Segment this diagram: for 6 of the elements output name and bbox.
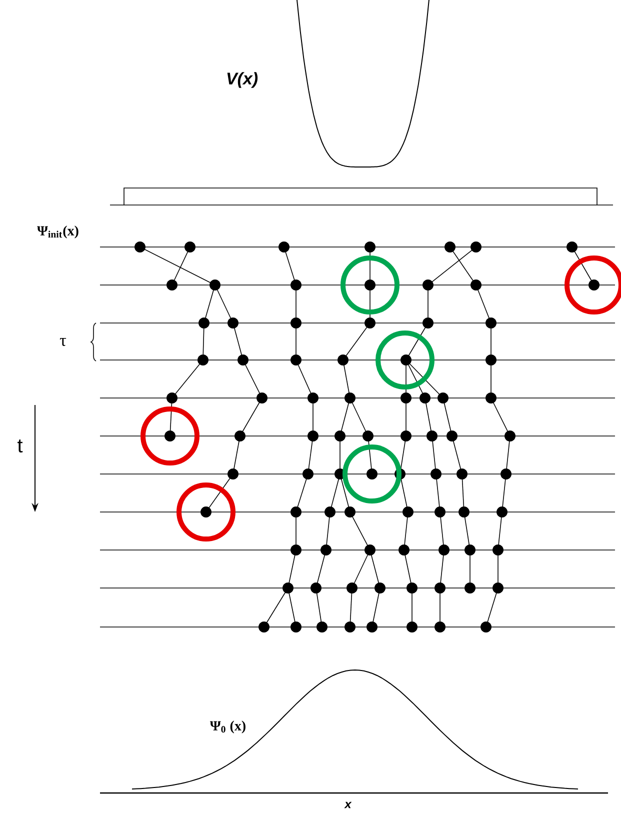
formula-label: τ (60, 338, 66, 346)
formula-label: t (18, 439, 23, 453)
axis-label: x (344, 802, 352, 808)
formula-label: V(x) (227, 72, 258, 88)
formula-label: Ψ$_{0}$ (x) (210, 720, 246, 734)
formula-label: Ψ$_{init}$(x) (37, 226, 78, 238)
